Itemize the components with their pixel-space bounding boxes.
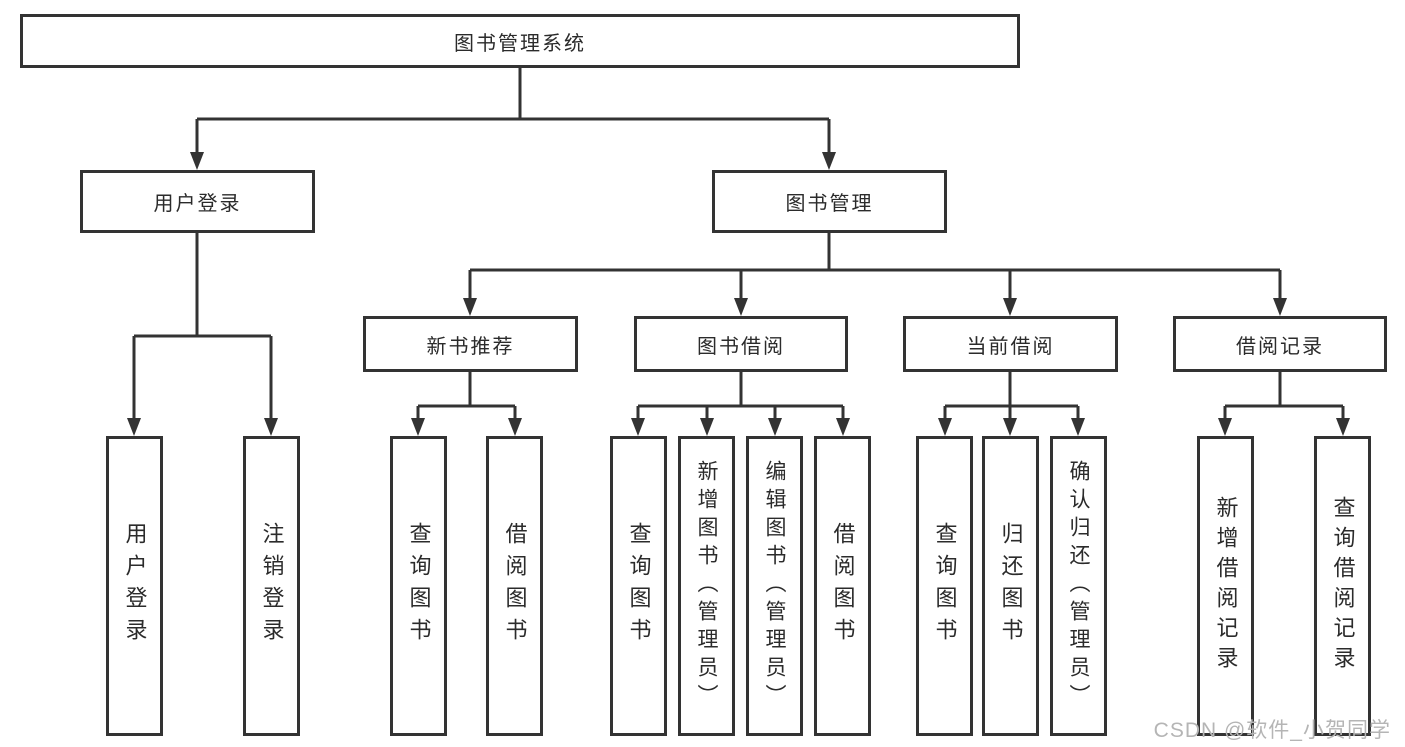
node-label: 归还图书 [998, 522, 1024, 650]
node-label: 注销登录 [259, 522, 285, 650]
connector-root-level2 [195, 68, 831, 154]
node-logout-login: 注销登录 [243, 436, 300, 736]
node-query-books-recommend: 查询图书 [390, 436, 447, 736]
node-label: 借阅图书 [830, 522, 856, 650]
arrowhead [734, 298, 748, 316]
arrowhead [768, 418, 782, 436]
node-borrow-books-recommend: 借阅图书 [486, 436, 543, 736]
arrowhead [700, 418, 714, 436]
node-label: 新增图书（管理员） [695, 460, 718, 712]
arrowhead [463, 298, 477, 316]
arrowhead [1003, 418, 1017, 436]
arrowhead [1336, 418, 1350, 436]
node-label: 借阅图书 [502, 522, 528, 650]
connector-login-leaves [132, 233, 273, 420]
node-query-books-borrowing: 查询图书 [610, 436, 667, 736]
arrowhead [1273, 298, 1287, 316]
connector-level3-leaves [416, 372, 1345, 420]
node-label: 查询图书 [626, 522, 652, 650]
node-label: 新增借阅记录 [1213, 496, 1239, 676]
node-label: 图书管理系统 [454, 32, 586, 55]
node-user-login-group: 用户登录 [80, 170, 315, 233]
node-add-books-admin: 新增图书（管理员） [678, 436, 735, 736]
arrowhead [938, 418, 952, 436]
csdn-watermark: CSDN @软件_小贺同学 [1153, 719, 1391, 742]
node-return-books: 归还图书 [982, 436, 1039, 736]
arrowhead [1003, 298, 1017, 316]
node-label: 借阅记录 [1236, 335, 1324, 358]
arrowhead [190, 152, 204, 170]
arrowhead [822, 152, 836, 170]
node-current-borrowing: 当前借阅 [903, 316, 1118, 372]
node-label: 查询图书 [932, 522, 958, 650]
arrowhead [508, 418, 522, 436]
node-book-borrowing: 图书借阅 [634, 316, 848, 372]
node-query-books-current: 查询图书 [916, 436, 973, 736]
arrowhead [1218, 418, 1232, 436]
node-label: 用户登录 [153, 193, 242, 215]
node-label: 查询借阅记录 [1330, 496, 1356, 676]
arrowhead [264, 418, 278, 436]
node-label: 图书借阅 [697, 335, 785, 358]
arrowhead [1071, 418, 1085, 436]
node-label: 当前借阅 [966, 335, 1055, 358]
node-confirm-return-admin: 确认归还（管理员） [1050, 436, 1107, 736]
arrowhead [836, 418, 850, 436]
arrowhead [411, 418, 425, 436]
node-label: 图书管理 [785, 193, 874, 215]
node-query-borrow-record: 查询借阅记录 [1314, 436, 1371, 736]
node-new-book-recommendation: 新书推荐 [363, 316, 578, 372]
node-book-management: 图书管理 [712, 170, 947, 233]
node-label: 确认归还（管理员） [1067, 460, 1090, 712]
node-add-borrow-record: 新增借阅记录 [1197, 436, 1254, 736]
node-edit-books-admin: 编辑图书（管理员） [746, 436, 803, 736]
connector-mgmt-level3 [468, 233, 1282, 300]
node-label: 编辑图书（管理员） [763, 460, 786, 712]
arrowhead [127, 418, 141, 436]
node-library-system: 图书管理系统 [20, 14, 1020, 68]
node-label: 查询图书 [406, 522, 432, 650]
arrowhead [631, 418, 645, 436]
node-label: 新书推荐 [426, 335, 515, 358]
node-borrow-books-borrowing: 借阅图书 [814, 436, 871, 736]
node-borrowing-records: 借阅记录 [1173, 316, 1387, 372]
node-user-login: 用户登录 [106, 436, 163, 736]
node-label: 用户登录 [122, 522, 148, 650]
